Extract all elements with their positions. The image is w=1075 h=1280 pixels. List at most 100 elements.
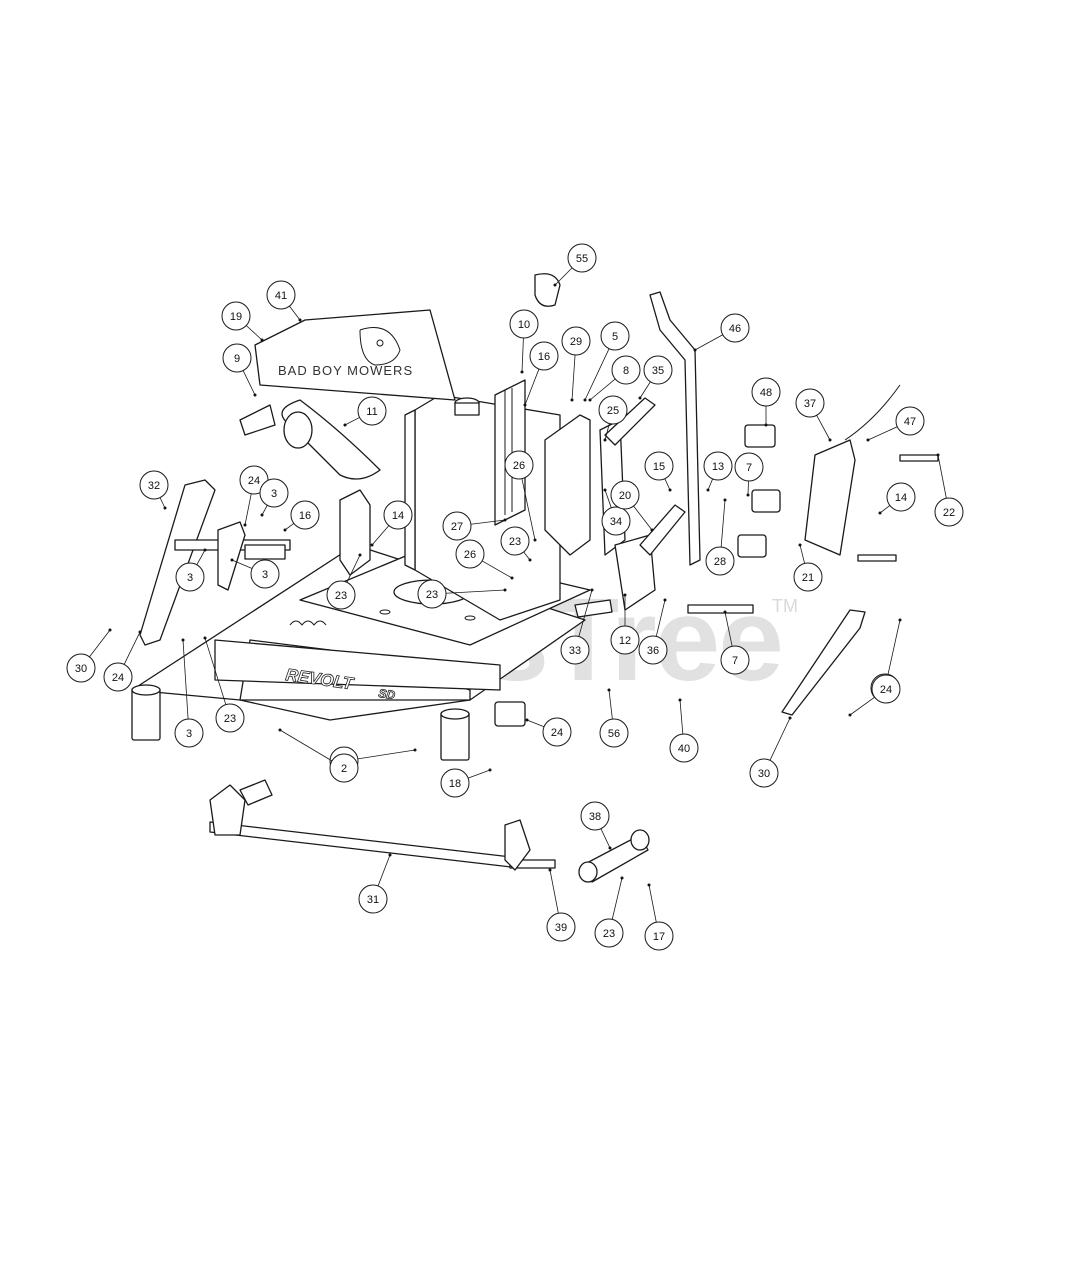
callout-circle	[546, 912, 576, 942]
callout-23: 23	[500, 526, 532, 562]
callout-leader-tip	[647, 883, 651, 887]
callout-leader-tip	[533, 538, 537, 542]
callout-leader-tip	[528, 558, 532, 562]
callout-number: 14	[895, 492, 907, 504]
lower-axle-assembly	[209, 779, 650, 883]
callout-leader-tip	[608, 846, 612, 850]
callout-leader	[182, 639, 189, 720]
callout-leader	[279, 729, 333, 762]
callout-leader	[600, 828, 611, 849]
callout-leader	[694, 334, 723, 351]
callout-leader-tip	[590, 588, 594, 592]
callout-leader-tip	[203, 548, 207, 552]
callout-leader-tip	[253, 393, 257, 397]
callout-circle	[357, 396, 387, 426]
callout-leader-tip	[570, 398, 574, 402]
callout-23: 23	[203, 636, 245, 733]
callout-leader-tip	[668, 488, 672, 492]
callout-circle	[895, 406, 925, 436]
callout-number: 55	[576, 253, 588, 265]
callout-leader-tip	[413, 748, 417, 752]
callout-number: 36	[647, 645, 659, 657]
callout-9: 9	[222, 343, 257, 397]
callout-leader-tip	[866, 438, 870, 442]
callout-24: 24	[103, 630, 142, 692]
callout-leader	[357, 749, 416, 760]
callout-leader	[470, 519, 506, 525]
callout-22: 22	[934, 453, 964, 527]
callout-circle	[326, 580, 356, 610]
callout-number: 26	[513, 460, 525, 472]
callout-leader	[664, 478, 671, 491]
callout-leader-tip	[523, 403, 527, 407]
callout-number: 29	[570, 336, 582, 348]
callout-leader-tip	[343, 423, 347, 427]
callout-circle	[611, 355, 641, 385]
callout-circle	[66, 653, 96, 683]
callout-number: 18	[449, 778, 461, 790]
callout-circle	[529, 341, 559, 371]
callout-number: 56	[608, 728, 620, 740]
callout-circle	[221, 301, 251, 331]
callout-number: 16	[538, 351, 550, 363]
callout-circle	[610, 480, 640, 510]
callout-circle	[266, 280, 296, 310]
callout-leader	[289, 305, 301, 321]
callout-35: 35	[638, 355, 673, 400]
callout-12: 12	[610, 593, 640, 655]
callout-circle	[886, 482, 916, 512]
callout-circle	[734, 452, 764, 482]
callout-leader	[679, 699, 684, 735]
callout-leader-tip	[525, 718, 529, 722]
callout-leader-tip	[650, 528, 654, 532]
callout-28: 28	[705, 498, 735, 576]
callout-3: 3	[175, 548, 207, 592]
callout-circle	[638, 635, 668, 665]
callout-23: 23	[594, 876, 624, 948]
callout-circle	[175, 562, 205, 592]
callout-leader-tip	[588, 398, 592, 402]
callout-leader-tip	[620, 876, 624, 880]
callout-leader	[604, 423, 610, 441]
callout-leader-tip	[788, 716, 792, 720]
callout-leader	[204, 637, 227, 705]
callout-number: 10	[518, 319, 530, 331]
callout-circle	[644, 451, 674, 481]
callout-number: 26	[464, 549, 476, 561]
callout-circle	[567, 243, 597, 273]
callout-leader-tip	[298, 318, 302, 322]
callout-25: 25	[598, 395, 628, 442]
callout-leader-tip	[488, 768, 492, 772]
callout-number: 23	[509, 536, 521, 548]
callout-circle	[599, 718, 629, 748]
callout-leader	[89, 629, 111, 658]
callout-number: 21	[802, 572, 814, 584]
linkages-and-arms	[139, 291, 939, 716]
callout-leader	[521, 337, 524, 373]
callout-leader	[196, 549, 206, 565]
callout-leader-tip	[388, 853, 392, 857]
callout-circle	[440, 768, 470, 798]
callout-leader-tip	[548, 868, 552, 872]
callout-circle	[598, 395, 628, 425]
callout-leader	[284, 523, 295, 531]
callout-circle	[222, 343, 252, 373]
callout-37: 37	[795, 388, 832, 442]
callout-leader	[887, 619, 901, 675]
callout-circle	[703, 451, 733, 481]
callout-leader-tip	[503, 518, 507, 522]
callout-circle	[174, 718, 204, 748]
callout-leader-tip	[278, 728, 282, 732]
callout-13: 13	[703, 451, 733, 492]
callout-number: 3	[186, 728, 192, 740]
callout-number: 23	[224, 713, 236, 725]
callout-leader-tip	[746, 493, 750, 497]
callout-leader	[584, 348, 610, 401]
callout-number: 16	[299, 510, 311, 522]
callout-leader-tip	[764, 423, 768, 427]
callout-number: 28	[714, 556, 726, 568]
callout-leader	[244, 493, 252, 526]
callout-leader	[589, 378, 616, 401]
callout-leader	[549, 869, 559, 914]
callout-circle	[442, 511, 472, 541]
